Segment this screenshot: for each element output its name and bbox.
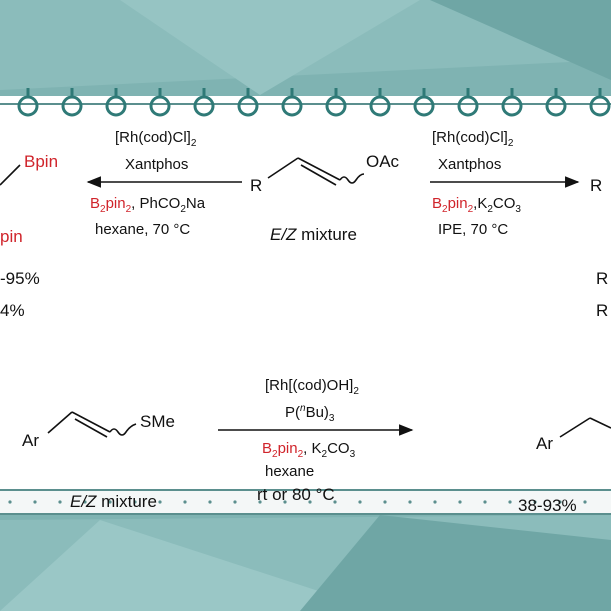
- notebook-rings: [0, 88, 611, 117]
- left-ligand: Xantphos: [125, 156, 189, 173]
- bottom-substrate-ar: Ar: [22, 431, 39, 450]
- bottom-dotted-strip: [0, 489, 611, 515]
- scheme-card: [0, 96, 611, 514]
- right-ligand: Xantphos: [438, 156, 502, 173]
- left-yield-2: 4%: [0, 301, 25, 320]
- bottom-substrate-bonds: [47, 411, 137, 438]
- right-product-r3: R: [596, 301, 609, 320]
- bottom-product-bonds: [559, 417, 611, 438]
- top-substrate-label: E/Z mixture: [270, 225, 357, 244]
- right-catalyst: [Rh(cod)Cl]2: [432, 129, 514, 149]
- left-solvent-temp: hexane, 70 °C: [95, 221, 191, 238]
- left-yield-1: -95%: [0, 269, 40, 288]
- top-substrate-r: R: [250, 176, 263, 195]
- bottom-temperature: rt or 80 °C: [257, 485, 335, 504]
- bottom-solvent: hexane: [265, 463, 315, 480]
- bottom-ligand: P(nBu)3: [285, 403, 335, 424]
- left-product-bond: [0, 164, 21, 186]
- left-product-bpin-bottom: pin: [0, 227, 23, 246]
- top-substrate-oac: OAc: [366, 152, 400, 171]
- right-solvent-temp: IPE, 70 °C: [438, 221, 509, 238]
- right-product-r2: R: [596, 269, 609, 288]
- bottom-substrate-label: E/Z mixture: [70, 492, 157, 511]
- bottom-substrate-sme: SMe: [140, 412, 175, 431]
- dot-row: [8, 500, 587, 504]
- left-reagents: B2pin2, PhCO2Na: [90, 195, 206, 215]
- bottom-reagents: B2pin2, K2CO3: [262, 440, 356, 460]
- left-catalyst: [Rh(cod)Cl]2: [115, 129, 197, 149]
- bottom-product-ar: Ar: [536, 434, 553, 453]
- bottom-product-yield: 38-93%: [518, 496, 577, 515]
- top-substrate-bonds: [267, 157, 365, 186]
- right-product-r1: R: [590, 176, 603, 195]
- left-product-bpin-top: Bpin: [24, 152, 59, 171]
- bottom-catalyst: [Rh[(cod)OH]2: [265, 377, 359, 397]
- right-reagents: B2pin2,K2CO3: [432, 195, 521, 215]
